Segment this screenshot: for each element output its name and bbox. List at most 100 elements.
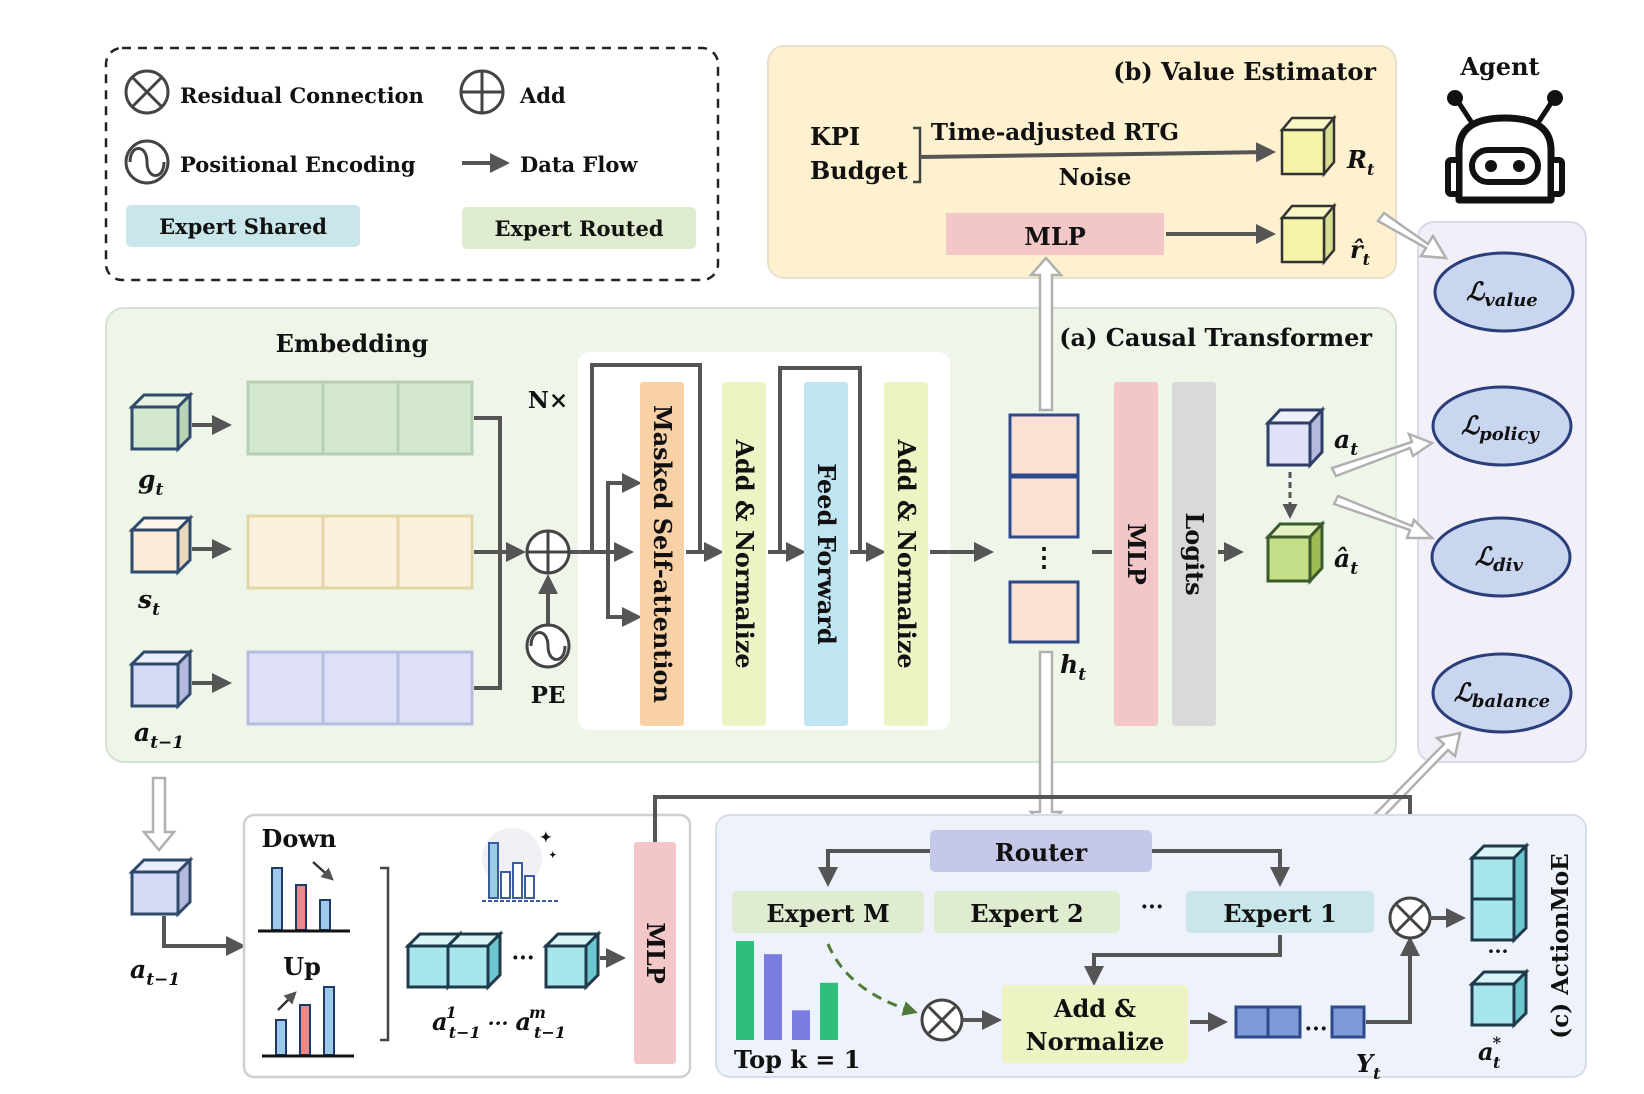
legend: Residual Connection Add Positional Encod… bbox=[104, 46, 720, 282]
aug-bracket bbox=[380, 866, 390, 1042]
prev-action-cube bbox=[128, 648, 194, 710]
losses-background bbox=[1417, 221, 1587, 763]
topk-bar-4 bbox=[820, 982, 838, 1040]
legend-dataflow-label: Data Flow bbox=[520, 152, 638, 177]
expert-2-block[interactable] bbox=[934, 891, 1120, 933]
router-label: Router bbox=[995, 838, 1088, 867]
expert-m-label: Expert M bbox=[766, 899, 889, 928]
feed-forward-label: Feed Forward bbox=[812, 463, 841, 645]
pe-label: PE bbox=[531, 682, 566, 709]
legend-positional-label: Positional Encoding bbox=[180, 152, 416, 177]
robot-icon bbox=[1445, 90, 1565, 204]
topk-label: Top k = 1 bbox=[734, 1045, 860, 1074]
masked-attention-block bbox=[640, 382, 684, 726]
balance-loss-label: ℒbalance bbox=[1454, 678, 1550, 712]
topk-bar-1 bbox=[736, 941, 754, 1040]
down-bar-3 bbox=[319, 899, 331, 931]
final-action-dots: ··· bbox=[1488, 939, 1509, 963]
addnorm-block-1 bbox=[722, 382, 766, 726]
topk-selection-path bbox=[826, 943, 918, 1016]
pe-icon bbox=[525, 623, 571, 669]
policy-mlp-block bbox=[1114, 382, 1158, 726]
router-block bbox=[930, 830, 1152, 872]
masked-attention-label: Masked Self-attention bbox=[648, 405, 677, 703]
goal-embedding-row bbox=[246, 380, 474, 456]
legend-residual-label: Residual Connection bbox=[180, 83, 424, 108]
nx-label: N× bbox=[528, 387, 568, 414]
addnorm-label-1: Add & Normalize bbox=[730, 438, 759, 668]
expert-2-label: Expert 2 bbox=[970, 899, 1083, 928]
residual-path-1 bbox=[590, 363, 702, 552]
transformer-title: (a) Causal Transformer bbox=[1059, 323, 1372, 352]
action-embedding-row bbox=[246, 650, 474, 726]
actionmoe-title: (c) ActionMoE bbox=[1547, 853, 1574, 1038]
value-loss-node: ℒvalue bbox=[1433, 251, 1575, 333]
moe-output-symbol: Yt bbox=[1356, 1049, 1381, 1083]
legend-expert-shared-label: Expert Shared bbox=[159, 214, 327, 239]
expert-1-block[interactable] bbox=[1186, 891, 1374, 933]
positional-encoding-icon bbox=[124, 139, 170, 185]
true-action-cube bbox=[1264, 406, 1326, 469]
legend-expert-routed-swatch bbox=[462, 207, 696, 249]
logits-label: Logits bbox=[1180, 512, 1209, 595]
legend-add-label: Add bbox=[519, 83, 566, 108]
value-estimate-cube bbox=[1279, 202, 1337, 266]
moe-addnorm-block bbox=[1002, 985, 1188, 1063]
true-action-symbol: at bbox=[1334, 425, 1358, 460]
expert-1-label: Expert 1 bbox=[1223, 899, 1336, 928]
aug-mlp-block bbox=[634, 842, 676, 1064]
kpi-label: KPI bbox=[810, 122, 860, 151]
policy-loss-label: ℒpolicy bbox=[1461, 411, 1540, 445]
addnorm-label-2: Add & Normalize bbox=[892, 438, 921, 668]
moe-output-dots: ··· bbox=[1305, 1016, 1328, 1042]
predicted-action-cube bbox=[1264, 520, 1326, 585]
topk-bar-3 bbox=[792, 1010, 810, 1040]
value-mlp-block bbox=[946, 213, 1164, 255]
residual-path-2 bbox=[778, 366, 862, 552]
rtg-cube bbox=[1279, 114, 1337, 178]
budget-label: Budget bbox=[810, 156, 908, 185]
actionmoe-panel: (c) ActionMoE Router Expert M Expert 2 ·… bbox=[715, 814, 1587, 1083]
expert-m-block[interactable] bbox=[732, 891, 924, 933]
aug-mlp-label: MLP bbox=[641, 922, 670, 984]
svg-text:✦: ✦ bbox=[540, 830, 552, 846]
state-symbol: st bbox=[137, 585, 160, 620]
topk-bar-chart bbox=[736, 941, 838, 1040]
up-bar-2 bbox=[299, 1004, 311, 1056]
prev-action-symbol: at−1 bbox=[134, 718, 184, 753]
down-bar-chart bbox=[258, 867, 350, 933]
final-residual-icon bbox=[1388, 896, 1432, 940]
add-icon bbox=[459, 69, 505, 115]
moe-output-tokens bbox=[1234, 1005, 1366, 1039]
addnorm-block-2 bbox=[884, 382, 928, 726]
agent-group: Agent bbox=[1445, 52, 1565, 204]
value-mlp-label: MLP bbox=[1024, 222, 1086, 251]
down-bar-1 bbox=[271, 867, 283, 931]
goal-cube bbox=[128, 391, 194, 453]
rtg-symbol: Rt bbox=[1346, 145, 1375, 179]
legend-expert-shared-swatch bbox=[126, 205, 360, 247]
value-loss-label: ℒvalue bbox=[1466, 277, 1538, 311]
up-bar-1 bbox=[275, 1019, 287, 1056]
logits-block bbox=[1172, 382, 1216, 726]
causal-transformer-panel: (a) Causal Transformer Embedding gt st a… bbox=[105, 307, 1397, 763]
hidden-dots: ⋮ bbox=[1031, 543, 1057, 573]
topk-bar-2 bbox=[764, 954, 782, 1040]
hidden-state-symbol: ht bbox=[1060, 650, 1086, 685]
aug-prev-action-cube bbox=[128, 856, 194, 918]
legend-expert-routed-label: Expert Routed bbox=[494, 216, 663, 241]
hidden-state-stack bbox=[1008, 413, 1080, 644]
predicted-action-symbol: ât bbox=[1334, 544, 1358, 579]
down-bar-2 bbox=[295, 884, 307, 931]
embedding-label: Embedding bbox=[276, 329, 429, 358]
policy-mlp-label: MLP bbox=[1122, 523, 1151, 585]
goal-symbol: gt bbox=[138, 465, 163, 500]
value-estimator-title: (b) Value Estimator bbox=[1113, 57, 1376, 86]
final-action-symbol: a*t bbox=[1478, 1033, 1502, 1072]
residual-connection-icon bbox=[124, 69, 170, 115]
routed-residual-icon bbox=[920, 998, 964, 1042]
state-cube bbox=[128, 514, 194, 576]
up-bar-chart bbox=[262, 986, 354, 1058]
